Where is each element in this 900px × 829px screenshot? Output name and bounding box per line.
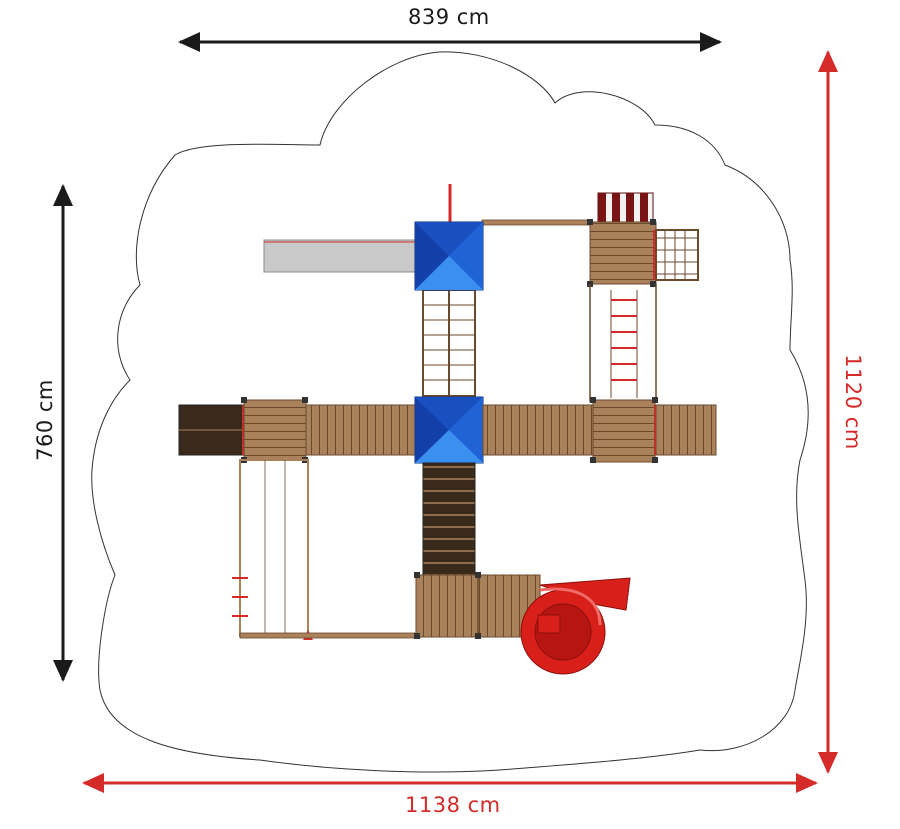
- roof-icon: [414, 396, 484, 464]
- left-platform: [243, 399, 307, 461]
- rope-net: [589, 284, 657, 402]
- safety-zone-outline: [91, 51, 809, 773]
- dimension-arrow-bottom: [82, 773, 818, 793]
- straight-slide: [263, 239, 417, 273]
- top-right-tower: [587, 192, 699, 287]
- spiral-slide: [520, 577, 631, 675]
- dimension-label-bottom: 1138 cm: [405, 793, 501, 817]
- stairs: [422, 462, 476, 576]
- climbing-ladder: [422, 289, 476, 397]
- dimension-arrow-top: [178, 32, 722, 52]
- top-beam: [481, 219, 591, 226]
- roof-icon: [414, 221, 484, 291]
- dimension-arrow-left: [53, 184, 73, 682]
- dimension-label-right: 1120 cm: [840, 354, 865, 450]
- left-bridge: [305, 404, 417, 456]
- right-platform: [592, 399, 656, 463]
- lower-left-frame: [232, 459, 421, 640]
- right-end-section: [655, 404, 717, 456]
- right-bridge: [482, 404, 594, 456]
- dimension-arrow-right: [818, 50, 838, 774]
- dimension-label-left: 760 cm: [32, 379, 57, 461]
- dimension-label-top: 839 cm: [408, 5, 490, 29]
